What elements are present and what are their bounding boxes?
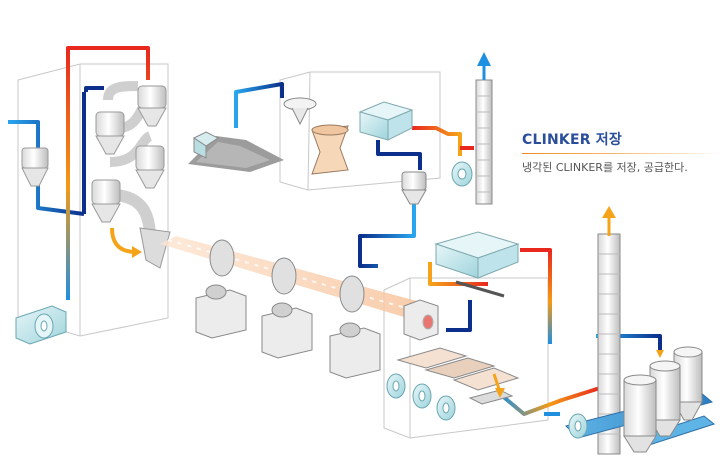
flow-arrow-icon [602, 206, 616, 218]
raw-material-hopper-icon [193, 131, 219, 159]
caption-title: CLINKER 저장 [522, 132, 622, 148]
cooling-fan-icon [15, 305, 67, 345]
clinker-storage-caption: CLINKER 저장 냉각된 CLINKER를 저장, 공급한다. [522, 131, 722, 175]
raw-meal-silo-icon [401, 171, 427, 205]
clinker-silo-icon [623, 346, 703, 453]
caption-description: 냉각된 CLINKER를 저장, 공급한다. [522, 161, 688, 174]
raw-material-pile-icon [188, 136, 284, 172]
kiln-roller-support-icon [195, 239, 381, 379]
cooling-fan-icon [451, 161, 473, 187]
flow-lines [8, 46, 662, 416]
preheater-cyclone-icon [21, 81, 171, 269]
exhaust-stack-icon [475, 79, 493, 205]
grinding-mill-icon [283, 97, 349, 175]
dust-collector-icon [358, 101, 414, 141]
clinker-cooler-icon [434, 231, 520, 298]
flow-arrow-icon [495, 388, 505, 398]
caption-divider [522, 153, 722, 154]
flow-arrow-icon [477, 52, 491, 66]
cooling-fan-icon [386, 373, 456, 421]
flow-arrow-icon [656, 350, 664, 358]
flow-arrow-icon [132, 246, 142, 258]
kiln-hood-icon [403, 299, 439, 341]
